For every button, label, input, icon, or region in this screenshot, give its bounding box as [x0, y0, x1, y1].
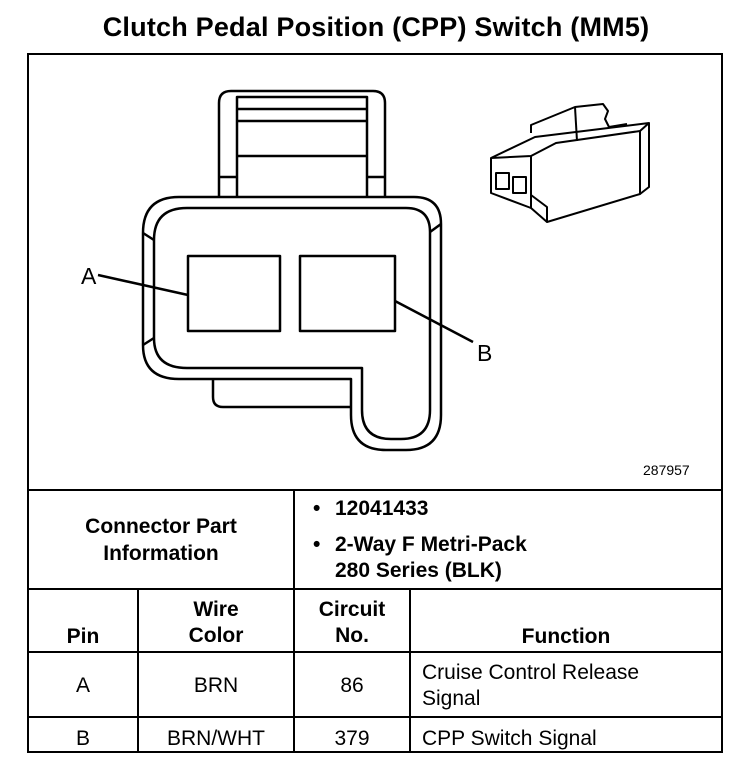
connector-3d-cavity-right	[512, 176, 527, 194]
part-number: 12041433	[335, 497, 429, 520]
table-divider	[137, 590, 139, 751]
row-a-wire-color: BRN	[193, 674, 239, 697]
corner-bevel-top-left	[142, 231, 155, 242]
description-line2: 280 Series (BLK)	[335, 559, 502, 582]
corner-bevel-bottom-left	[142, 336, 155, 347]
connector-info-row: Connector Part Information • 12041433 • …	[29, 491, 721, 590]
header-wire-color: Wire Color	[139, 597, 293, 649]
connector-info-label-line1: Connector Part	[85, 514, 237, 538]
corner-bevel-top-right	[429, 222, 442, 234]
header-wire-color-line2: Color	[188, 624, 244, 647]
header-pin: Pin	[66, 625, 100, 648]
pin-b-leader	[394, 299, 474, 344]
row-b-wire-color: BRN/WHT	[167, 727, 265, 750]
row-a-function: Cruise Control Release Signal	[422, 660, 718, 712]
connector-sheet: A B 287957 Connector Part Information • …	[27, 53, 723, 753]
connector-info-label: Connector Part Information	[29, 491, 295, 588]
figure-number: 287957	[643, 462, 690, 478]
description-line1: 2-Way F Metri-Pack	[335, 533, 527, 556]
connector-3d-side	[530, 131, 641, 223]
table-divider	[409, 590, 411, 751]
part-number-item: • 12041433	[313, 496, 429, 522]
table-divider	[29, 651, 721, 653]
page-title: Clutch Pedal Position (CPP) Switch (MM5)	[102, 12, 650, 42]
header-circuit-line2: No.	[335, 624, 369, 647]
connector-3d-shadow	[530, 194, 548, 222]
pin-b-label: B	[477, 340, 492, 366]
connector-3d-view	[490, 103, 650, 223]
row-a-function-line1: Cruise Control Release	[422, 661, 640, 684]
header-circuit: Circuit No.	[295, 597, 409, 649]
connector-3d-latch-side	[574, 106, 578, 142]
connector-latch-outline	[217, 89, 387, 197]
bullet-icon: •	[313, 533, 321, 556]
row-a-function-line2: Signal	[422, 687, 481, 710]
pinout-table: Pin Wire Color Circuit No. Function A BR…	[29, 590, 721, 751]
pin-a-leader	[97, 273, 189, 297]
connector-body-inner	[152, 206, 432, 441]
connector-diagram: A B	[81, 89, 650, 452]
header-circuit-line1: Circuit	[318, 598, 386, 621]
table-divider	[293, 590, 295, 751]
header-function: Function	[521, 625, 611, 648]
row-b-pin: B	[75, 727, 90, 750]
description-item: • 2-Way F Metri-Pack 280 Series (BLK)	[313, 532, 527, 584]
connector-3d-top	[490, 122, 650, 159]
connector-latch-inner	[235, 95, 369, 197]
connector-body-outer	[141, 195, 443, 452]
bullet-icon: •	[313, 497, 321, 520]
row-b-function: CPP Switch Signal	[422, 727, 597, 750]
connector-3d-cavity-left	[495, 172, 510, 190]
connector-3d-front	[490, 156, 532, 209]
row-a-pin: A	[75, 674, 90, 697]
pin-a-cavity	[186, 254, 282, 333]
table-divider	[29, 716, 721, 718]
connector-3d-right-edge	[639, 123, 650, 195]
pin-b-cavity	[298, 254, 397, 333]
connector-info-values: • 12041433 • 2-Way F Metri-Pack 280 Seri…	[295, 491, 721, 588]
row-b-circuit: 379	[334, 727, 370, 750]
connector-key	[211, 379, 351, 409]
connector-info-label-line2: Information	[103, 541, 219, 565]
row-a-circuit: 86	[340, 674, 364, 697]
connector-3d-latch	[530, 103, 628, 133]
pin-a-label: A	[81, 263, 97, 289]
header-wire-color-line1: Wire	[193, 598, 239, 621]
connector-diagram-area: A B 287957	[29, 55, 721, 491]
